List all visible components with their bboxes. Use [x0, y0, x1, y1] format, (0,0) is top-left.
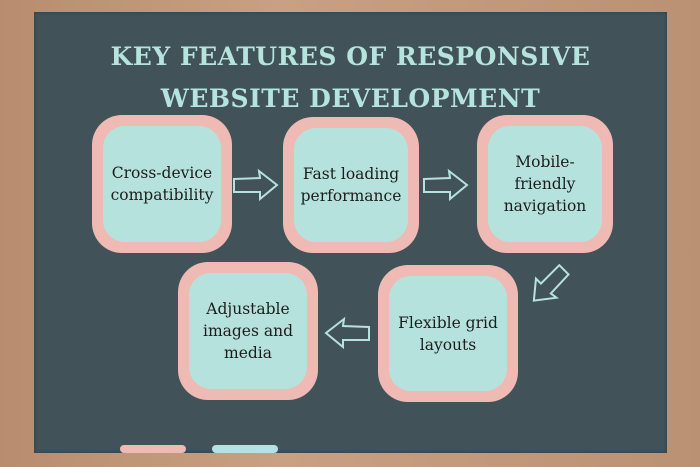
arrow-right-icon: [233, 168, 279, 202]
feature-label: Flexible grid layouts: [389, 276, 507, 391]
arrow-down-left-icon: [532, 263, 570, 302]
feature-card-flexible-grid: Flexible grid layouts: [378, 265, 518, 402]
title-line-2: WEBSITE DEVELOPMENT: [160, 84, 541, 113]
teal-chalk: [212, 445, 278, 453]
pink-chalk: [120, 445, 186, 453]
page-title: KEY FEATURES OF RESPONSIVE WEBSITE DEVEL…: [34, 36, 667, 120]
feature-label: Adjustable images and media: [189, 273, 307, 389]
feature-card-cross-device: Cross-device compatibility: [92, 115, 232, 253]
arrow-right-icon: [423, 168, 469, 202]
title-line-1: KEY FEATURES OF RESPONSIVE: [110, 42, 591, 71]
feature-card-mobile-navigation: Mobile-friendly navigation: [477, 115, 613, 253]
feature-label: Cross-device compatibility: [103, 126, 221, 242]
feature-label: Mobile-friendly navigation: [488, 126, 602, 242]
feature-card-fast-loading: Fast loading performance: [283, 117, 419, 253]
feature-label: Fast loading performance: [294, 128, 408, 242]
arrow-left-icon: [324, 316, 370, 350]
feature-card-adjustable-media: Adjustable images and media: [178, 262, 318, 400]
